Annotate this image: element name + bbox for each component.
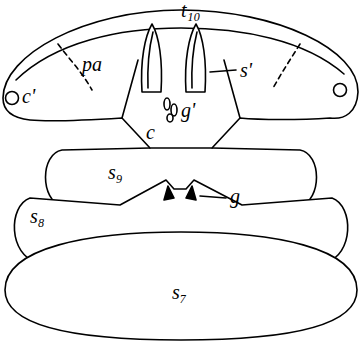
leader-line <box>210 70 236 72</box>
part-label: c <box>146 122 155 142</box>
stylus-line <box>192 32 197 88</box>
gonapophysis <box>164 186 174 200</box>
stylus <box>186 24 206 92</box>
gonapophysis <box>186 186 196 200</box>
tenth-tergite <box>3 10 358 148</box>
stylus-line <box>148 32 153 88</box>
part-label: t₁₀ <box>181 0 200 20</box>
cercus-base <box>6 92 19 105</box>
seventh-sternite <box>5 232 357 340</box>
part-label: s₉ <box>108 162 123 182</box>
dashed-line <box>272 44 300 90</box>
part-label: s₈ <box>30 206 45 226</box>
small-lobe <box>164 98 170 110</box>
part-label: c' <box>22 86 35 106</box>
part-label: s₇ <box>172 282 187 302</box>
part-label: g <box>230 186 240 206</box>
small-lobe <box>167 114 173 122</box>
cercus-base <box>334 84 347 97</box>
stylus <box>142 24 162 92</box>
part-label: pa <box>82 54 102 74</box>
part-label: s' <box>240 60 252 80</box>
part-label: g' <box>181 100 195 120</box>
leader-line <box>200 196 226 198</box>
